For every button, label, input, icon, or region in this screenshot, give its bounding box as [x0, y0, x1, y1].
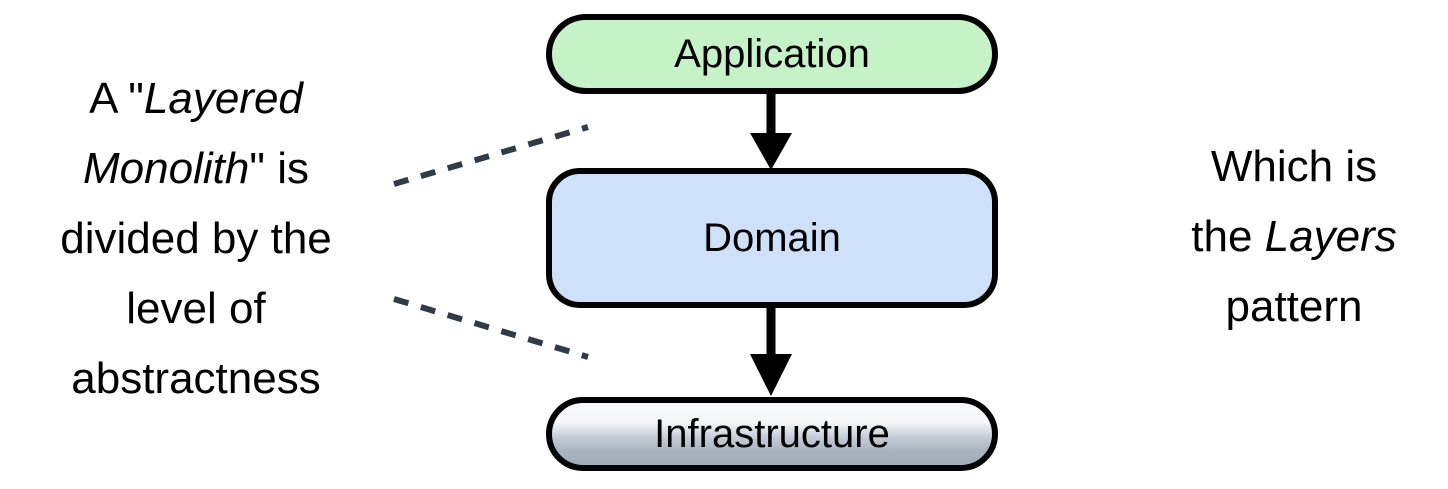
annotation-left-line-3: divided by the	[60, 214, 332, 263]
annotation-left-line-4: level of	[126, 284, 266, 333]
layer-box-infrastructure[interactable]: Infrastructure	[546, 397, 998, 471]
annotation-left-line-1-plain: A "	[89, 74, 144, 123]
layer-label-domain: Domain	[703, 215, 841, 260]
leader-line-lower	[393, 296, 589, 360]
layer-box-domain[interactable]: Domain	[546, 168, 998, 308]
annotation-right-line-2: the Layers	[1148, 202, 1440, 272]
layer-label-application: Application	[674, 31, 870, 76]
annotation-right: Which is the Layers pattern	[1148, 132, 1440, 342]
annotation-left-line-1-italic: Layered	[143, 74, 303, 123]
layer-box-application[interactable]: Application	[546, 14, 998, 94]
annotation-left-line-2: Monolith" is	[8, 134, 384, 204]
layer-label-infrastructure: Infrastructure	[654, 411, 890, 456]
annotation-right-line-2-italic: Layers	[1264, 212, 1397, 261]
arrow-domain-to-infrastructure	[750, 308, 792, 396]
annotation-left-line-1: A "Layered	[8, 64, 384, 134]
annotation-right-line-3: pattern	[1225, 282, 1363, 331]
annotation-right-line-1: Which is	[1210, 142, 1378, 191]
annotation-left: A "Layered Monolith" is divided by the l…	[8, 64, 384, 414]
annotation-right-line-2-plain: the	[1191, 212, 1265, 261]
arrow-application-to-domain	[750, 94, 792, 170]
annotation-left-line-5: abstractness	[71, 354, 321, 403]
annotation-left-line-2-plain: " is	[249, 144, 309, 193]
annotation-left-line-2-italic: Monolith	[83, 144, 250, 193]
